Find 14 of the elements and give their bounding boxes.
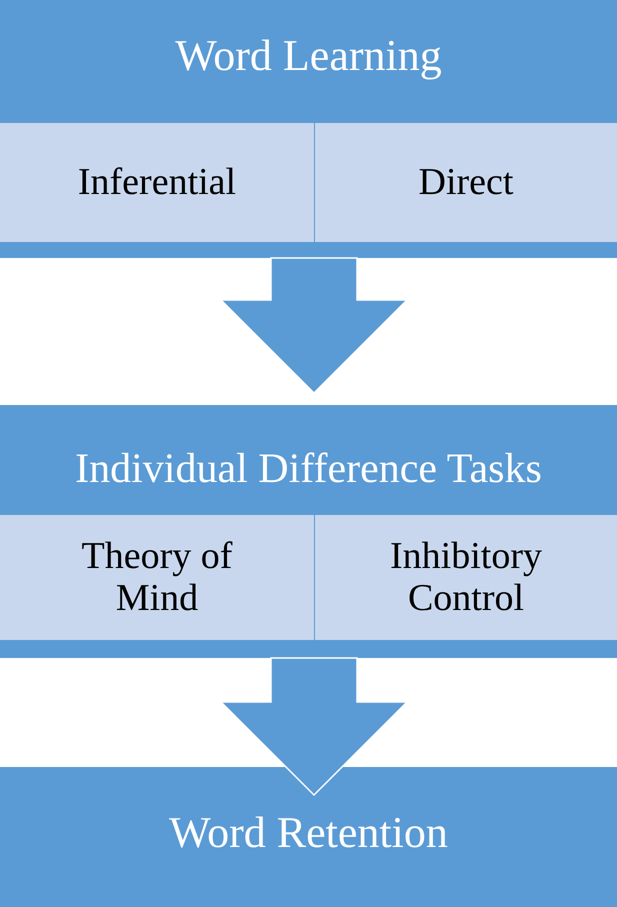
- category-label: Inferential: [78, 162, 236, 204]
- section-heading: Individual Difference Tasks: [74, 445, 543, 493]
- section-panel: [0, 405, 617, 658]
- category-label: Inhibitory Control: [389, 536, 543, 620]
- category-label: Direct: [418, 162, 514, 204]
- category-label: Theory of Mind: [80, 536, 234, 620]
- category-cell: [315, 515, 617, 640]
- section-heading: Word Learning: [174, 30, 443, 81]
- category-cell: [0, 123, 314, 242]
- section-panel: [0, 767, 617, 907]
- category-cell: [315, 123, 617, 242]
- section-panel: [0, 0, 617, 258]
- category-cell: [0, 515, 314, 640]
- section-heading: Word Retention: [168, 807, 449, 858]
